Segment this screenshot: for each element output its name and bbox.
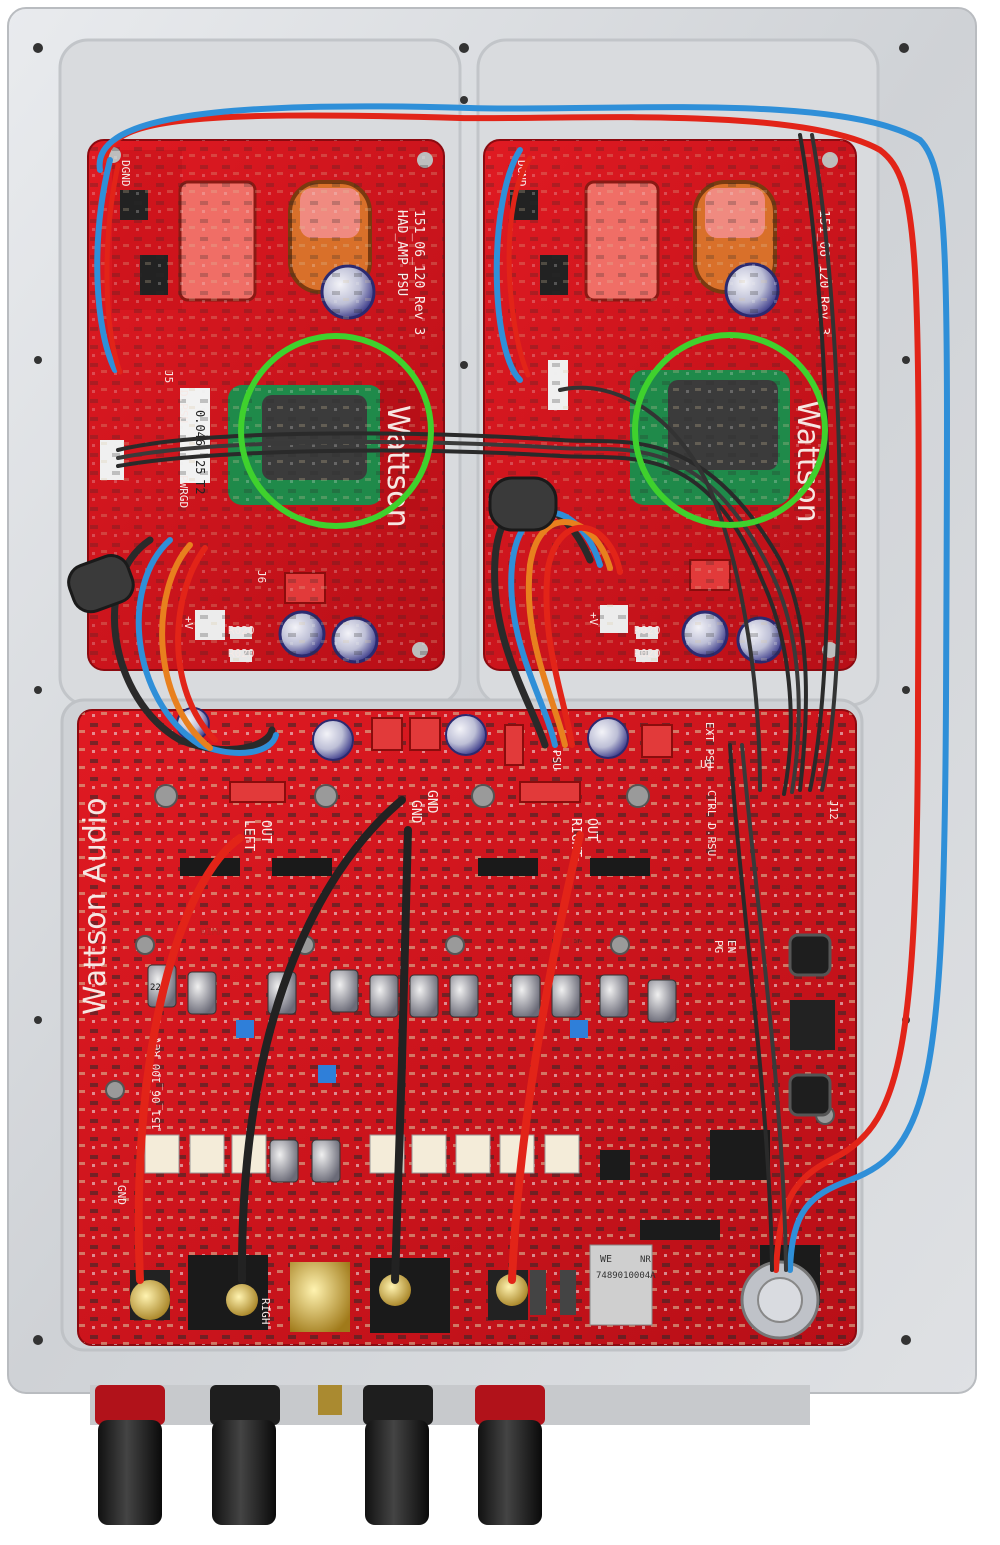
highlight-ring-right [632,332,828,528]
label-r020b: R020 [228,647,255,660]
highlight-rings [238,332,828,529]
label-right-bottom: RIGH [259,1298,272,1325]
main-amp-board: Wattson Audio 151_06_100 Rev LEFT OUT GN… [77,707,857,1346]
label-r020b-right: R020 [634,647,661,660]
label-v-plus-right: +V [587,612,600,626]
label-v-plus: +V [182,616,195,630]
label-nr: NR [640,1255,651,1265]
label-r020a: R020 [228,624,255,637]
psu-board-left: DGND HAD_AMP PSU 151_06_120 Rev 3 D.PSU … [87,139,445,671]
label-psu-title: HAD_AMP PSU [394,210,409,296]
label-j5: J5 [162,370,175,383]
label-wima-b: WIMA [560,937,584,948]
label-serial-b: 25 [193,460,207,474]
label-pg: PG [712,940,725,953]
label-dgnd: DGND [119,160,132,187]
label-gnd-b: GND [424,790,439,814]
label-psu-part: 151_06_120 Rev 3 [411,210,426,335]
label-gnd-bottom: GND [115,1185,128,1205]
label-out-right: OUT [584,818,599,842]
label-pwrgd: PWRGD [177,475,190,508]
main-board-brand: Wattson Audio [78,798,113,1015]
label-j12: J12 [827,800,840,820]
label-gnd-a: GND [408,800,423,824]
label-psu: PSU [550,750,563,770]
label-out-left: OUT [258,820,273,844]
label-dpsu: D.PSU [177,390,190,423]
label-we: WE [600,1254,612,1265]
psu-board-right: DGND 151_06_120 Rev 3 +V R020 R020 Watts… [483,139,857,671]
wiring [67,103,950,1284]
label-wima-a: WIMA [200,927,224,938]
label-cap-220: 220 [150,983,166,993]
label-en: EN [725,940,738,953]
highlight-ring-left [238,333,434,529]
label-partno: 7489010004A [596,1271,656,1281]
binding-posts [90,1385,810,1525]
label-t2: T2 [193,480,207,494]
label-ctrl-dpsu: CTRL D.PSU [705,790,718,856]
label-ext-psu: EXT PSU [703,722,716,768]
label-j6: J6 [255,570,268,583]
label-left: LEFT [241,820,256,851]
label-u1: U1 [700,758,713,771]
label-r020a-right: R020 [634,624,661,637]
